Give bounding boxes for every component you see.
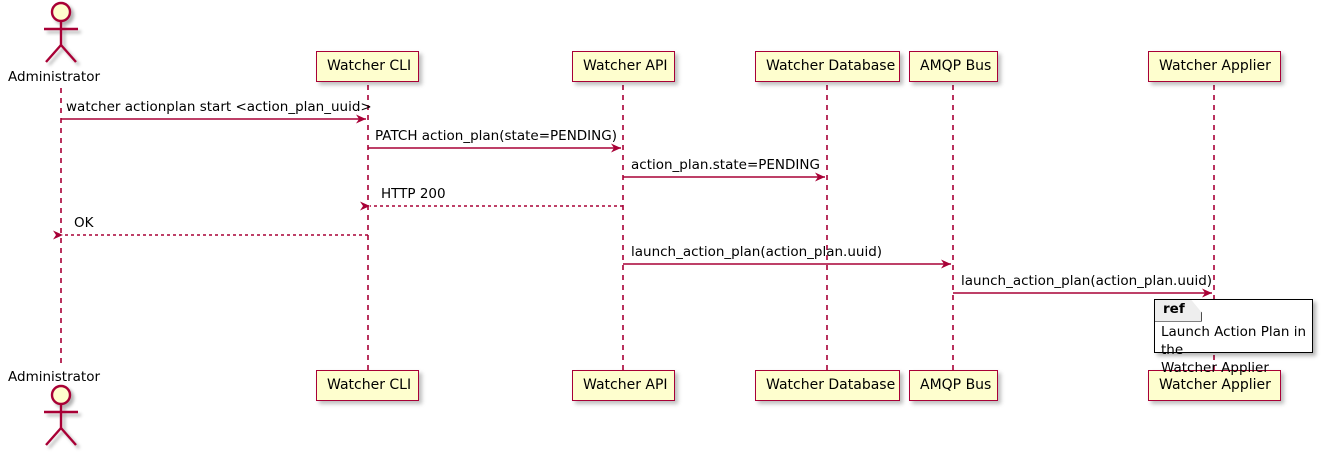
lifelines (60, 85, 1215, 370)
message-label-2: PATCH action_plan(state=PENDING) (375, 128, 617, 144)
actor-administrator-top (44, 1, 78, 63)
participant-watcher-database-bottom[interactable]: Watcher Database (755, 370, 900, 401)
participant-watcher-applier-top[interactable]: Watcher Applier (1148, 51, 1281, 82)
ref-fragment-text: Launch Action Plan in the Watcher Applie… (1161, 324, 1307, 376)
participant-watcher-api-bottom[interactable]: Watcher API (572, 370, 675, 401)
actor-label-administrator-bottom: Administrator (8, 369, 101, 385)
participant-watcher-applier-bottom[interactable]: Watcher Applier (1148, 370, 1281, 401)
ref-fragment: ref Launch Action Plan in the Watcher Ap… (1154, 299, 1313, 376)
actor-administrator-bottom (44, 384, 78, 446)
participant-watcher-database-top[interactable]: Watcher Database (755, 51, 900, 82)
message-label-6: launch_action_plan(action_plan.uuid) (631, 244, 883, 260)
message-label-5: OK (74, 215, 94, 231)
participant-watcher-cli-bottom[interactable]: Watcher CLI (316, 370, 419, 401)
participant-amqp-bus-bottom[interactable]: AMQP Bus (909, 370, 998, 401)
actor-label-administrator-top: Administrator (8, 69, 101, 85)
participant-amqp-bus-top[interactable]: AMQP Bus (909, 51, 998, 82)
participant-watcher-api-top[interactable]: Watcher API (572, 51, 675, 82)
ref-fragment-tab-label: ref (1155, 300, 1202, 322)
message-label-3: action_plan.state=PENDING (631, 157, 820, 173)
participant-watcher-cli-top[interactable]: Watcher CLI (316, 51, 419, 82)
message-arrows (53, 114, 1212, 298)
message-label-7: launch_action_plan(action_plan.uuid) (961, 273, 1213, 289)
message-label-4: HTTP 200 (381, 186, 446, 202)
message-label-1: watcher actionplan start <action_plan_uu… (66, 99, 372, 115)
